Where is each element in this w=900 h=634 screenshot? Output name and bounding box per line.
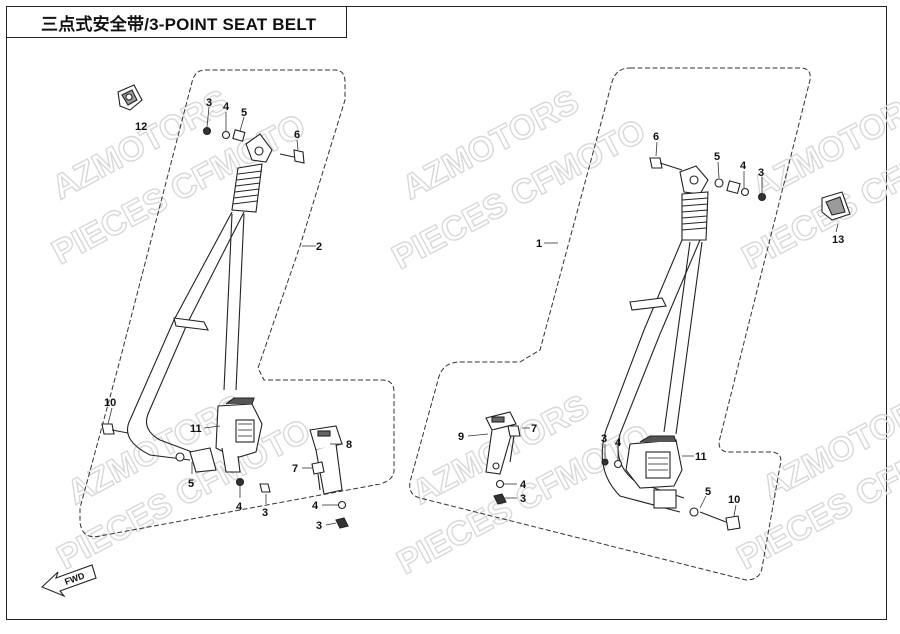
bolt-part-7 (311, 461, 325, 475)
callout-6: 6 (294, 129, 300, 141)
callout-5: 5 (705, 486, 711, 498)
callout-10: 10 (728, 494, 740, 506)
upper-bellows-right (681, 191, 709, 241)
right-leader-lines (467, 141, 839, 517)
upper-bellows (231, 163, 263, 213)
callout-9: 9 (458, 431, 464, 443)
callout-7: 7 (531, 423, 537, 435)
callout-3: 3 (601, 433, 607, 445)
callout-11: 11 (190, 423, 202, 435)
diagram-frame (6, 6, 887, 620)
callout-5: 5 (241, 107, 247, 119)
callout-5: 5 (188, 478, 194, 490)
title-box: 三点式安全带/3-POINT SEAT BELT (6, 6, 347, 38)
bolt-part-10-right (725, 515, 741, 531)
buckle-part-8 (309, 425, 343, 495)
lower-anchor-plate (189, 447, 217, 473)
callout-4: 4 (520, 479, 527, 491)
bolt-part-6-right (649, 157, 663, 169)
left-leader-lines (107, 106, 343, 526)
callout-3: 3 (262, 507, 268, 519)
right-seat-belt-assembly (485, 157, 851, 531)
shoulder-webbing (126, 211, 233, 461)
callout-10: 10 (104, 397, 116, 409)
callout-7: 7 (292, 463, 298, 475)
callout-3: 3 (206, 97, 212, 109)
fwd-arrow: FWD (40, 564, 97, 598)
callout-13: 13 (832, 234, 844, 246)
retractor-part-11 (215, 397, 263, 473)
callout-8: 8 (346, 439, 352, 451)
callout-4: 4 (615, 437, 622, 449)
callout-3: 3 (520, 493, 526, 505)
callout-3: 3 (758, 167, 764, 179)
watermark-layer: AZMOTORS PIECES CFMOTO AZMOTORS PIECES C… (45, 82, 900, 583)
belt-tongue-right (629, 297, 667, 311)
belt-tongue (173, 317, 209, 331)
callout-4: 4 (236, 501, 243, 513)
callout-11: 11 (695, 451, 707, 463)
bolt-part-6 (279, 153, 295, 158)
callout-6: 6 (653, 131, 659, 143)
callout-4: 4 (223, 101, 230, 113)
bolt-part-7-right (507, 425, 521, 437)
retractor-part-11-right (625, 435, 683, 509)
callout-2: 2 (316, 241, 322, 253)
bolt-part-10 (101, 423, 115, 435)
assembly-outline-right (409, 67, 811, 581)
callout-1: 1 (536, 238, 542, 250)
assembly-outline-left (79, 69, 395, 538)
callout-3: 3 (316, 520, 322, 532)
left-seat-belt-assembly (101, 84, 349, 529)
callout-5: 5 (714, 151, 720, 163)
callout-4: 4 (312, 500, 319, 512)
callout-4: 4 (740, 160, 747, 172)
callout-12: 12 (135, 121, 147, 133)
callout-labels: 12 3 4 5 6 2 10 11 5 4 3 8 7 4 3 1 6 5 4… (104, 97, 844, 532)
page-title: 三点式安全带/3-POINT SEAT BELT (41, 14, 317, 34)
